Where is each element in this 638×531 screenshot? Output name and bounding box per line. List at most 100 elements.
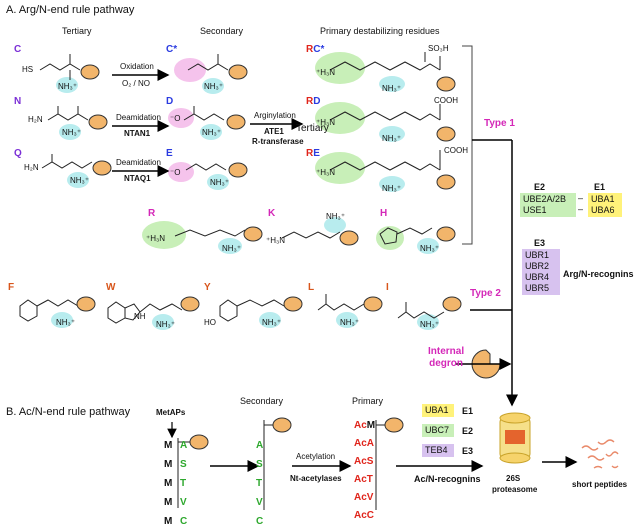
protein-ball-b1 xyxy=(189,434,209,450)
short-peptides-label: short peptides xyxy=(572,480,628,489)
r-transferase-label: R-transferase xyxy=(252,137,304,146)
label-h3n-r: ⁺H₃N xyxy=(146,234,166,243)
molecule-ile xyxy=(397,296,462,330)
label-nh3-rd: NH₃⁺ xyxy=(382,134,402,143)
label-nh3-re: NH₃⁺ xyxy=(382,184,402,193)
arginylation-label: Arginylation xyxy=(254,111,296,120)
label-nh3-q: NH₃⁺ xyxy=(70,176,90,185)
arg-n-recognins-label: Arg/N-recognins xyxy=(563,269,634,279)
molecule-glu-arginylated xyxy=(315,150,456,192)
acetylation-label: Acetylation xyxy=(296,452,336,461)
residue-c-star: C* xyxy=(166,44,178,55)
label-h2n-n: H₂N xyxy=(28,115,43,124)
label-h3n-k: ⁺H₃N xyxy=(266,236,286,245)
e2-e1-dash: –– xyxy=(578,193,584,214)
oxidation-label: Oxidation xyxy=(120,62,154,71)
molecule-cys-arginylated xyxy=(315,52,456,92)
uba1-box: UBA1 xyxy=(422,404,454,417)
teb4-box: TEB4 xyxy=(422,444,454,457)
label-o-minus-d: ⁻O xyxy=(170,114,181,123)
e3-box: UBR1 UBR2 UBR4 UBR5 xyxy=(522,249,560,295)
label-nh3-c: NH₃⁺ xyxy=(58,82,78,91)
label-nh3-rc: NH₃⁺ xyxy=(382,84,402,93)
short-peptides-icon xyxy=(581,439,619,469)
molecule-his xyxy=(376,226,456,254)
label-nh3-l: NH₃⁺ xyxy=(340,318,360,327)
type1-bracket xyxy=(462,45,473,245)
teb4-tag: E3 xyxy=(462,446,474,456)
uba1-tag: E1 xyxy=(462,406,474,416)
molecule-phe xyxy=(19,296,96,328)
label-nh3-w: NH₃⁺ xyxy=(156,320,176,329)
label-hs: HS xyxy=(22,65,34,74)
amine-highlight xyxy=(56,77,78,93)
nt-acetylases-label: Nt-acetylases xyxy=(290,474,342,483)
protein-ball xyxy=(80,64,100,80)
column-tertiary: Tertiary xyxy=(62,26,92,36)
residue-f: F xyxy=(8,282,15,293)
molecule-arg xyxy=(142,221,263,254)
tertiary-overlay-label: Tertiary xyxy=(296,123,329,134)
label-h3n-rd: ⁺H₃N xyxy=(316,118,336,127)
e2-box: UBE2A/2B USE1 xyxy=(520,193,576,217)
type1-label: Type 1 xyxy=(484,118,515,129)
column-primary: Primary destabilizing residues xyxy=(320,26,440,36)
ntan1-label: NTAN1 xyxy=(124,129,151,138)
label-nh-w: NH xyxy=(134,312,146,321)
residue-l: L xyxy=(308,282,315,293)
metaps-label: MetAPs xyxy=(156,408,186,417)
primary-rd: RD xyxy=(306,96,321,107)
label-nh3-e: NH₃⁺ xyxy=(210,178,230,187)
residue-d: D xyxy=(166,96,174,107)
molecule-lys xyxy=(281,217,359,246)
e1-box: UBA1 UBA6 xyxy=(588,193,622,217)
label-nh3-cs: NH₃⁺ xyxy=(204,82,224,91)
label-o-minus-e: ⁻O xyxy=(170,168,181,177)
residue-h: H xyxy=(380,208,388,219)
internal-degron-label: Internal degron xyxy=(428,346,465,369)
proteasome-icon xyxy=(499,412,531,464)
ate1-label: ATE1 xyxy=(264,127,284,136)
e2-header: E2 xyxy=(534,182,546,192)
molecule-glu-secondary xyxy=(168,162,248,190)
acetylated-column: AcM AcA AcS AcT AcV AcC xyxy=(354,420,376,521)
oxidation-agents: O₂ / NO xyxy=(122,79,150,88)
residue-k: K xyxy=(268,208,276,219)
ubc7-box: UBC7 xyxy=(422,424,454,437)
label-h2n-q: H₂N xyxy=(24,163,39,172)
primary-re: RE xyxy=(306,148,320,159)
residue-r: R xyxy=(148,208,156,219)
ubc7-tag: E2 xyxy=(462,426,474,436)
section-b-title: B. Ac/N-end rule pathway xyxy=(6,406,131,418)
b-column-primary: Primary xyxy=(352,396,383,406)
molecule-cys-tertiary xyxy=(39,54,100,93)
molecule-tyr xyxy=(219,296,303,328)
deamidation-label-n: Deamidation xyxy=(116,113,161,122)
molecule-gln-tertiary xyxy=(41,154,112,188)
label-nh3-n: NH₃⁺ xyxy=(62,128,82,137)
proteasome-label: proteasome xyxy=(492,485,538,494)
label-cooh-d: COOH xyxy=(434,96,458,105)
residue-c: C xyxy=(14,44,22,55)
label-ho-y: HO xyxy=(204,318,216,327)
residue-w: W xyxy=(106,282,116,293)
residue-n: N xyxy=(14,96,22,107)
label-nh3-f: NH₃⁺ xyxy=(56,318,76,327)
b-column-secondary: Secondary xyxy=(240,396,284,406)
label-nh3-i: NH₃⁺ xyxy=(420,320,440,329)
label-h3n-re: ⁺H₃N xyxy=(316,168,336,177)
deamidation-label-q: Deamidation xyxy=(116,158,161,167)
type2-label: Type 2 xyxy=(470,288,501,299)
molecule-cys-oxidized xyxy=(174,54,248,94)
column-secondary: Secondary xyxy=(200,26,244,36)
e3-header: E3 xyxy=(534,238,546,248)
label-cooh-e: COOH xyxy=(444,146,468,155)
residue-e: E xyxy=(166,148,173,159)
molecule-asp-secondary xyxy=(168,106,246,140)
proteasome-26s: 26S xyxy=(506,474,521,483)
molecule-trp xyxy=(107,296,200,330)
label-nh3-d: NH₃⁺ xyxy=(202,128,222,137)
